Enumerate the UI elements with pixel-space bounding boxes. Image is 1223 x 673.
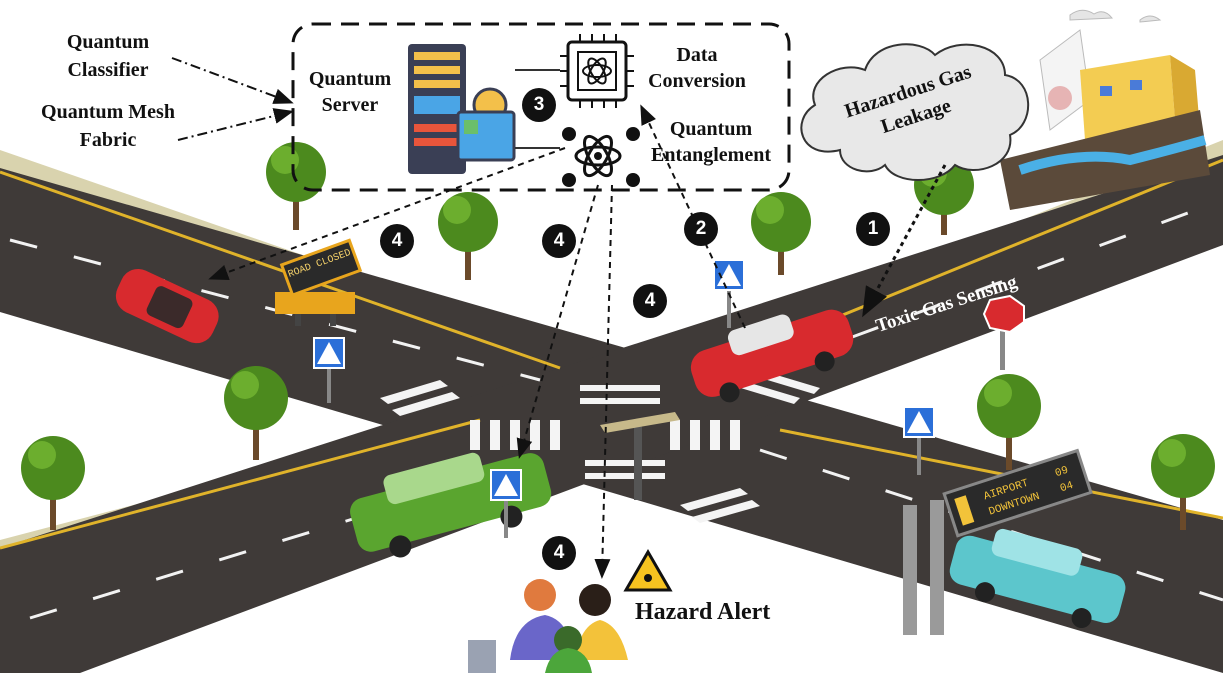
label-quantum-entanglement: Quantum Entanglement (651, 118, 771, 166)
tree-7 (977, 374, 1041, 470)
label-quantum-server: Quantum Server (308, 68, 392, 116)
traffic-signal (600, 412, 680, 500)
radiation-hazard-icon (623, 549, 673, 592)
quantum-entanglement-icon (562, 127, 640, 187)
label-quantum-mesh-fabric: Quantum Mesh Fabric (41, 101, 175, 151)
step-badge-4-right: 4 (633, 284, 667, 318)
step-badge-1: 1 (856, 212, 890, 246)
crossing-sign-4 (903, 406, 935, 475)
gas-leakage-cloud (800, 43, 1030, 181)
step-badge-4-bottom: 4 (542, 536, 576, 570)
car-red-right (690, 309, 854, 403)
quantum-server-icon (408, 44, 516, 174)
arrow-to-red-car (208, 147, 566, 280)
stop-sign (982, 294, 1025, 370)
arrow-mesh-fabric (177, 108, 294, 141)
car-cyan (949, 528, 1126, 629)
crossing-signs (313, 259, 935, 538)
tree-8 (1151, 434, 1215, 530)
crossing-sign-3 (490, 469, 522, 538)
label-hazard-alert: Hazard Alert (635, 599, 771, 625)
arrow-to-green-car (516, 184, 599, 459)
sign-downtown-num: 04 (1059, 480, 1076, 496)
car-red-left (115, 268, 219, 344)
step-badge-2: 2 (684, 212, 718, 246)
arrow-classifier (171, 57, 294, 104)
crossing-sign-1 (313, 337, 345, 403)
quantum-system-box (291, 22, 791, 192)
tree-2 (438, 192, 498, 280)
label-data-conversion: Data Conversion (648, 44, 746, 92)
crossing-sign-2 (713, 259, 745, 328)
tree-5 (224, 366, 288, 460)
step-badge-4-left: 4 (380, 224, 414, 258)
tree-1 (266, 142, 326, 230)
step-badge-4-center: 4 (542, 224, 576, 258)
label-quantum-classifier: Quantum Classifier (66, 31, 150, 81)
step-badge-3: 3 (522, 88, 556, 122)
tree-3 (751, 192, 811, 275)
data-conversion-chip-icon (560, 34, 634, 108)
trees (21, 142, 1215, 530)
direction-sign: AIRPORT 09 DOWNTOWN 04 (903, 448, 1093, 635)
people-group (468, 579, 628, 673)
road-closed-sign: ROAD CLOSED (275, 238, 363, 326)
arrow-gas-to-sensor (862, 164, 947, 318)
factory (1000, 9, 1210, 210)
sign-airport-num: 09 (1054, 465, 1070, 480)
tree-6 (21, 436, 85, 530)
